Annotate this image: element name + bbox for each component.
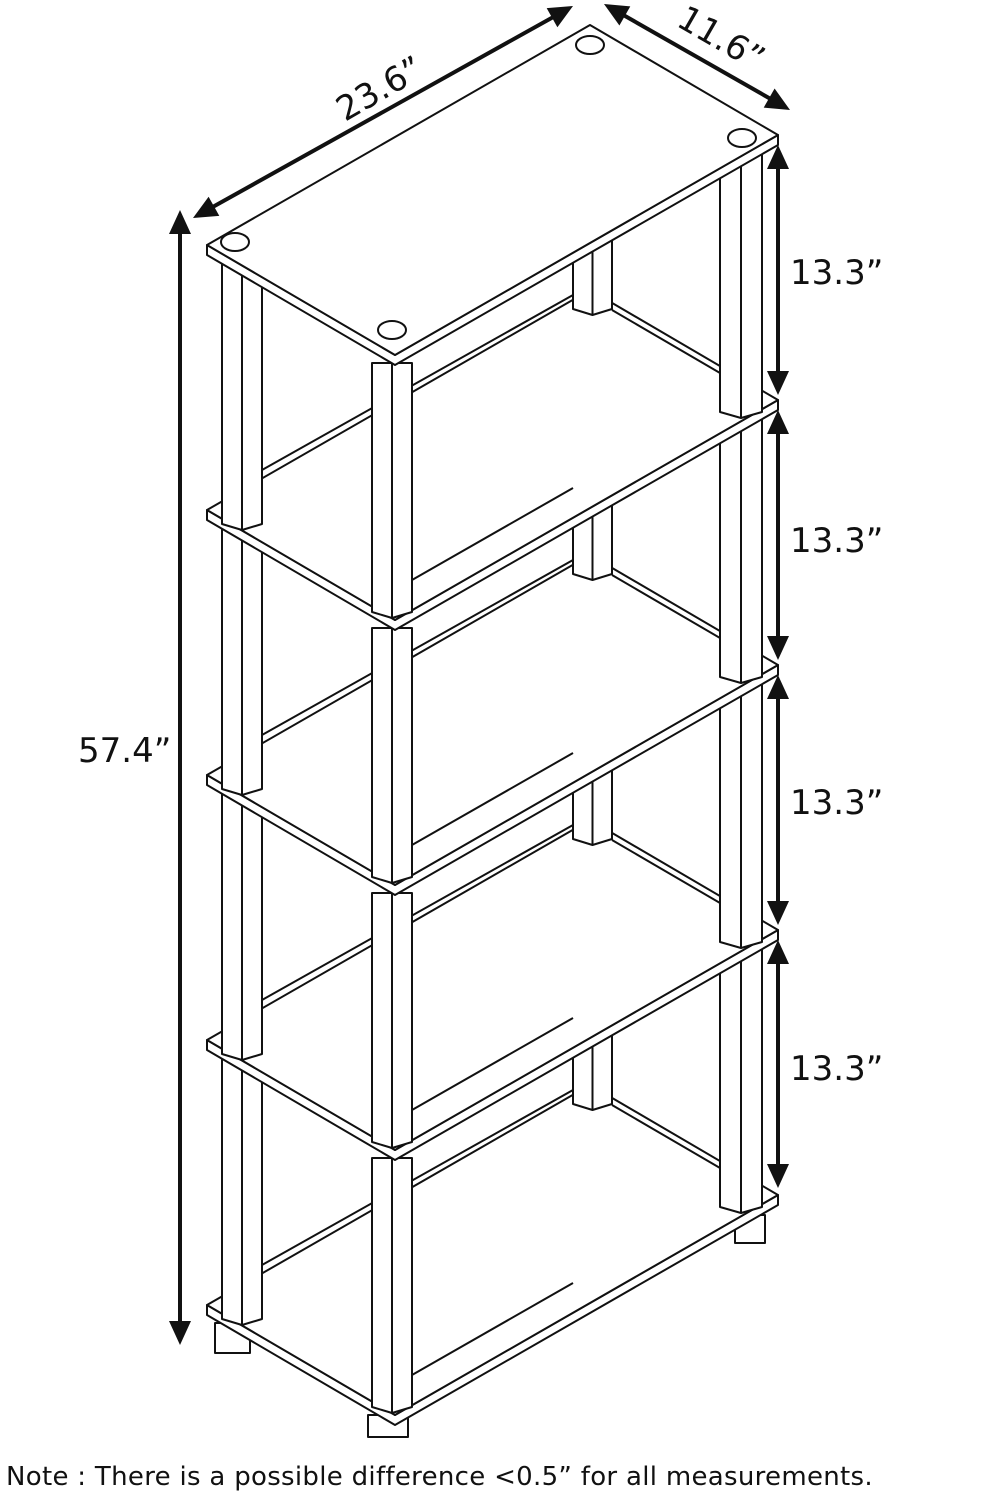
shelf-top — [206, 554, 779, 886]
front-rail — [411, 752, 574, 846]
shelf-gap-label-4: 13.3” — [790, 1049, 883, 1089]
shelf-top — [206, 1084, 779, 1416]
shelf-gap-arrow-4 — [767, 940, 789, 1188]
total-height-label: 57.4” — [78, 731, 171, 771]
shelf-board — [206, 24, 779, 366]
arrowhead-icon — [763, 88, 790, 110]
total-height-arrow — [169, 210, 191, 1345]
back-left-rail — [261, 1089, 574, 1266]
back-left-rail — [261, 559, 574, 736]
back-left-rail — [261, 294, 574, 471]
right-post — [719, 411, 763, 684]
front-post — [371, 892, 413, 1149]
right-post — [719, 146, 763, 419]
shelf-gap-arrow-3 — [767, 675, 789, 925]
back-right-rail — [611, 839, 721, 904]
arrowhead-icon — [169, 210, 191, 234]
front-post — [371, 1157, 413, 1414]
width-label: 23.6” — [330, 48, 431, 129]
front-post — [371, 362, 413, 619]
arrowhead-icon — [767, 901, 789, 925]
back-right-rail — [611, 309, 721, 374]
arrowhead-icon — [767, 940, 789, 964]
shelf-unit — [206, 24, 779, 1438]
width-arrow — [193, 6, 573, 218]
arrowhead-icon — [767, 410, 789, 434]
arrow-shaft — [619, 11, 775, 103]
dimension-arrows — [169, 4, 790, 1345]
front-left-post — [221, 1054, 263, 1326]
arrowhead-icon — [604, 4, 631, 26]
shelf-top — [206, 819, 779, 1151]
front-rail — [411, 1282, 574, 1376]
post-hole — [377, 320, 407, 340]
arrowhead-icon — [767, 371, 789, 395]
arrowhead-icon — [767, 636, 789, 660]
front-post — [371, 627, 413, 884]
shelf-top — [206, 289, 779, 621]
shelf-board — [206, 1084, 779, 1426]
post-hole — [220, 232, 250, 252]
post-hole — [727, 128, 757, 148]
arrowhead-icon — [193, 196, 220, 218]
arrowhead-icon — [546, 6, 573, 28]
back-left-rail — [261, 824, 574, 1001]
front-left-post — [221, 259, 263, 531]
shelf-gap-label-3: 13.3” — [790, 783, 883, 823]
front-rail — [411, 1017, 574, 1111]
shelf-gap-label-2: 13.3” — [790, 521, 883, 561]
shelf-gap-arrow-2 — [767, 410, 789, 660]
right-post — [719, 941, 763, 1214]
back-right-rail — [611, 574, 721, 639]
front-rail — [411, 487, 574, 581]
arrow-shaft — [208, 13, 558, 211]
measurement-note: Note : There is a possible difference <0… — [6, 1462, 873, 1492]
depth-arrow — [604, 4, 790, 110]
arrowhead-icon — [767, 1164, 789, 1188]
arrowhead-icon — [767, 675, 789, 699]
shelf-top — [206, 24, 779, 356]
arrowhead-icon — [767, 145, 789, 169]
depth-label: 11.6” — [671, 0, 772, 79]
right-post — [719, 676, 763, 949]
shelf-gap-arrow-1 — [767, 145, 789, 395]
post-hole — [575, 35, 605, 55]
front-left-post — [221, 789, 263, 1061]
arrowhead-icon — [169, 1321, 191, 1345]
back-right-rail — [611, 1104, 721, 1169]
shelf-gap-label-1: 13.3” — [790, 253, 883, 293]
front-left-post — [221, 524, 263, 796]
